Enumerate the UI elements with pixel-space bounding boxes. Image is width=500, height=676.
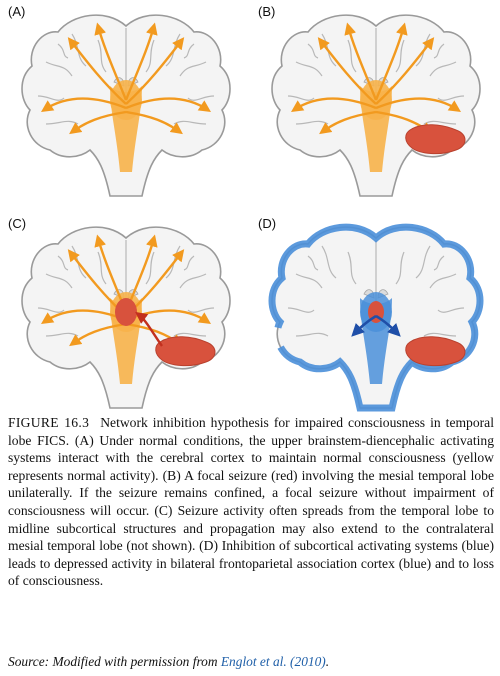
brain-sulcus (395, 251, 405, 285)
source-prefix: Source: Modified with permission from (8, 654, 221, 669)
brain-sulcus (37, 95, 65, 101)
brain-sulcus (179, 61, 207, 77)
figure-caption: FIGURE 16.3 Network inhibition hypothesi… (8, 414, 494, 590)
activation-arrow (374, 22, 408, 101)
activation-arrow (69, 322, 127, 347)
brain-sulcus (429, 61, 457, 77)
seizure-temporal-lobe (405, 124, 466, 155)
brain-sulcus (187, 95, 215, 101)
brain-sulcus (45, 273, 73, 289)
activation-arrow (319, 110, 377, 135)
brain-sulcus (433, 43, 445, 59)
brain-sulcus (287, 95, 315, 101)
activation-arrow (375, 37, 435, 105)
seizure-temporal-lobe (405, 336, 466, 367)
brain-sulcus (287, 307, 315, 313)
brain-diagram-c (21, 226, 231, 409)
seizure-temporal-lobe (155, 336, 216, 367)
brain-sulcus (437, 95, 465, 101)
brain-diagram-a (21, 14, 231, 197)
brain-sulcus (437, 307, 465, 313)
panel-label-c: (C) (8, 216, 27, 231)
inhibition-arrow-left (351, 314, 377, 337)
activation-arrow (125, 97, 211, 112)
caption-text: Network inhibition hypothesis for impair… (8, 415, 494, 589)
activation-arrow (125, 110, 183, 135)
brain-diagram-d (268, 223, 484, 412)
cortex-inhibition (268, 223, 484, 412)
brain-sulcus (57, 43, 69, 59)
activation-arrow (317, 37, 377, 105)
activation-arrow (124, 22, 158, 101)
panel-label-b: (B) (258, 4, 276, 19)
panel-d: (D) (256, 212, 496, 412)
brain-sulcus (295, 332, 329, 337)
brain-sulcus (45, 61, 73, 77)
brain-sulcus (57, 255, 69, 271)
brain-sulcus (307, 255, 319, 271)
brain-sulcus (395, 39, 405, 73)
brain-sulcus (97, 251, 107, 285)
brain-sulcus (307, 43, 319, 59)
figure-label: FIGURE 16.3 (8, 415, 90, 430)
activation-arrow (69, 110, 127, 135)
seizure-spread-arrow (135, 311, 163, 347)
source-suffix: . (325, 654, 330, 669)
brain-sulcus (145, 39, 155, 73)
activation-arrow (94, 22, 128, 101)
brain-sulcus (145, 251, 155, 285)
panel-label-d: (D) (258, 216, 277, 231)
panel-a: (A) (6, 0, 246, 200)
panel-c: (C) (6, 212, 246, 412)
brain-sulcus (423, 332, 457, 337)
brain-sulcus (295, 61, 323, 77)
seizure-thalamus (115, 298, 137, 326)
brain-sulcus (37, 307, 65, 313)
brain-sulcus (183, 43, 195, 59)
brain-sulcus (187, 307, 215, 313)
brain-sulcus (347, 39, 357, 73)
brain-sulcus (295, 273, 323, 289)
brain-sulcus (183, 255, 195, 271)
activation-arrow (41, 97, 127, 112)
brain-diagram-b (271, 14, 481, 197)
brain-sulcus (433, 255, 445, 271)
source-citation-link[interactable]: Englot et al. (2010) (220, 654, 326, 669)
source-line: Source: Modified with permission from En… (8, 654, 329, 670)
activation-arrow (125, 37, 185, 105)
brain-sulcus (179, 273, 207, 289)
activation-arrow (291, 97, 377, 112)
activation-arrow (375, 97, 461, 112)
brain-sulcus (97, 39, 107, 73)
brain-sulcus (429, 273, 457, 289)
activation-arrow (344, 22, 378, 101)
panel-b: (B) (256, 0, 496, 200)
brain-sulcus (347, 251, 357, 285)
panel-label-a: (A) (8, 4, 26, 19)
brain-sulcus (415, 245, 431, 279)
activation-arrow (67, 37, 127, 105)
inhibition-arrow-right (375, 314, 401, 337)
brain-sulcus (321, 245, 337, 279)
